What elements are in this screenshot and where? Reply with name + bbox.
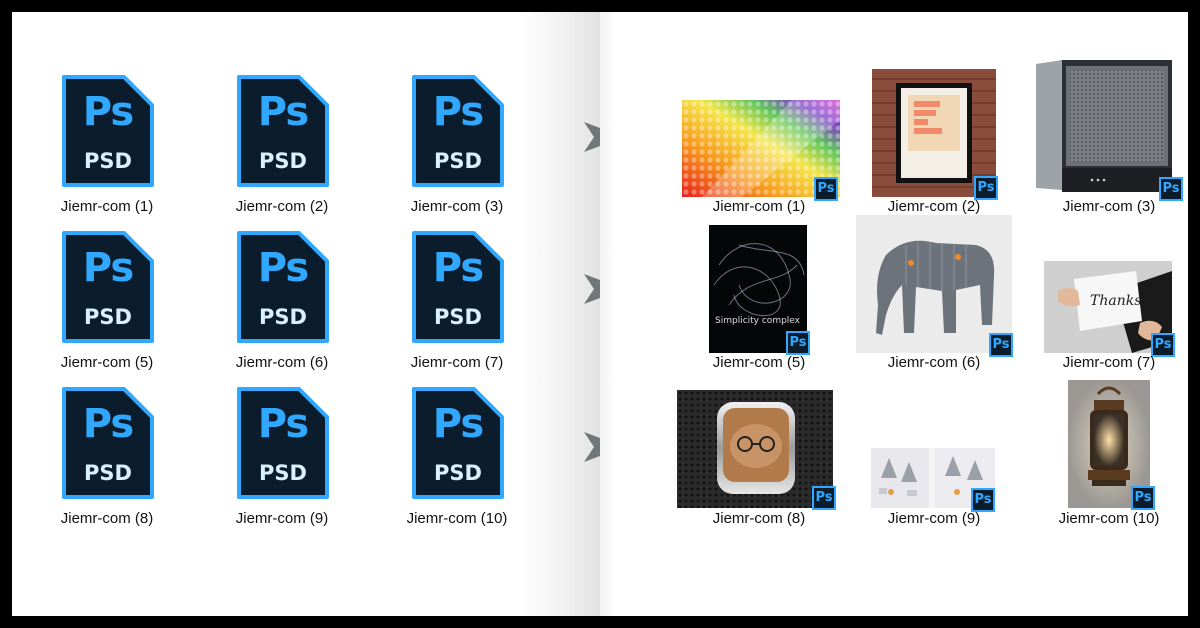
file-label: Jiemr-com (8): [60, 510, 154, 527]
psd-file-icon: Ps PSD: [235, 229, 331, 345]
thumbnail-label: Jiemr-com (9): [887, 510, 981, 527]
ps-badge-icon: Ps: [786, 331, 810, 355]
ps-badge-icon: Ps: [1159, 177, 1183, 201]
psd-type-label: PSD: [259, 149, 307, 173]
psd-type-label: PSD: [84, 149, 132, 173]
file-label: Jiemr-com (7): [410, 354, 504, 371]
file-label: Jiemr-com (9): [235, 510, 329, 527]
ps-glyph: Ps: [432, 245, 484, 291]
thumbnail-label: Jiemr-com (10): [1058, 510, 1160, 527]
ps-badge-icon: Ps: [989, 333, 1013, 357]
file-label: Jiemr-com (6): [235, 354, 329, 371]
ps-badge-icon: Ps: [814, 177, 838, 201]
file-label: Jiemr-com (3): [410, 198, 504, 215]
ps-glyph: Ps: [432, 401, 484, 447]
swirl-caption: Simplicity complex: [715, 316, 801, 326]
thumbnail-image: [1032, 60, 1176, 196]
psd-file-icon: Ps PSD: [410, 73, 506, 189]
ps-glyph: Ps: [82, 89, 134, 135]
psd-file-icon: Ps PSD: [60, 73, 156, 189]
thumbnail-label: Jiemr-com (6): [887, 354, 981, 371]
thumbnail-image: [872, 69, 996, 197]
thumbnail-label: Jiemr-com (8): [712, 510, 806, 527]
ps-badge-icon: Ps: [812, 486, 836, 510]
thumbnail-image: [677, 390, 833, 508]
thumbnail-image: [1068, 380, 1150, 508]
thumbnail-image: [856, 215, 1012, 353]
thumbnail-image: [682, 100, 840, 197]
right-pane-thumbnails: Ps Jiemr-com (1): [600, 12, 1188, 616]
psd-type-label: PSD: [259, 305, 307, 329]
ps-badge-icon: Ps: [971, 488, 995, 512]
file-label: Jiemr-com (5): [60, 354, 154, 371]
ps-badge-icon: Ps: [974, 176, 998, 200]
ps-badge-icon: Ps: [1131, 486, 1155, 510]
psd-file-icon: Ps PSD: [410, 229, 506, 345]
ps-glyph: Ps: [82, 245, 134, 291]
card-text: Thanks: [1090, 293, 1141, 309]
psd-file-icon: Ps PSD: [60, 229, 156, 345]
psd-type-label: PSD: [434, 461, 482, 485]
thumbnail-image: Thanks: [1044, 261, 1172, 353]
file-label: Jiemr-com (1): [60, 198, 154, 215]
psd-file-icon: Ps PSD: [235, 73, 331, 189]
thumbnail-label: Jiemr-com (7): [1062, 354, 1156, 371]
file-label: Jiemr-com (10): [406, 510, 508, 527]
ps-glyph: Ps: [257, 89, 309, 135]
ps-glyph: Ps: [82, 401, 134, 447]
thumbnail-label: Jiemr-com (1): [712, 198, 806, 215]
ps-glyph: Ps: [257, 401, 309, 447]
file-label: Jiemr-com (2): [235, 198, 329, 215]
left-pane-generic-icons: Ps PSD Jiemr-com (1) Ps PSD Jiemr-com (2…: [12, 12, 624, 616]
psd-file-icon: Ps PSD: [235, 385, 331, 501]
ps-badge-icon: Ps: [1151, 333, 1175, 357]
comparison-panel: Ps PSD Jiemr-com (1) Ps PSD Jiemr-com (2…: [12, 12, 1188, 616]
psd-file-icon: Ps PSD: [60, 385, 156, 501]
thumbnail-label: Jiemr-com (5): [712, 354, 806, 371]
thumbnail-label: Jiemr-com (2): [887, 198, 981, 215]
psd-type-label: PSD: [434, 149, 482, 173]
ps-glyph: Ps: [432, 89, 484, 135]
ps-glyph: Ps: [257, 245, 309, 291]
thumbnail-label: Jiemr-com (3): [1062, 198, 1156, 215]
psd-type-label: PSD: [84, 305, 132, 329]
psd-type-label: PSD: [259, 461, 307, 485]
psd-type-label: PSD: [434, 305, 482, 329]
psd-type-label: PSD: [84, 461, 132, 485]
psd-file-icon: Ps PSD: [410, 385, 506, 501]
